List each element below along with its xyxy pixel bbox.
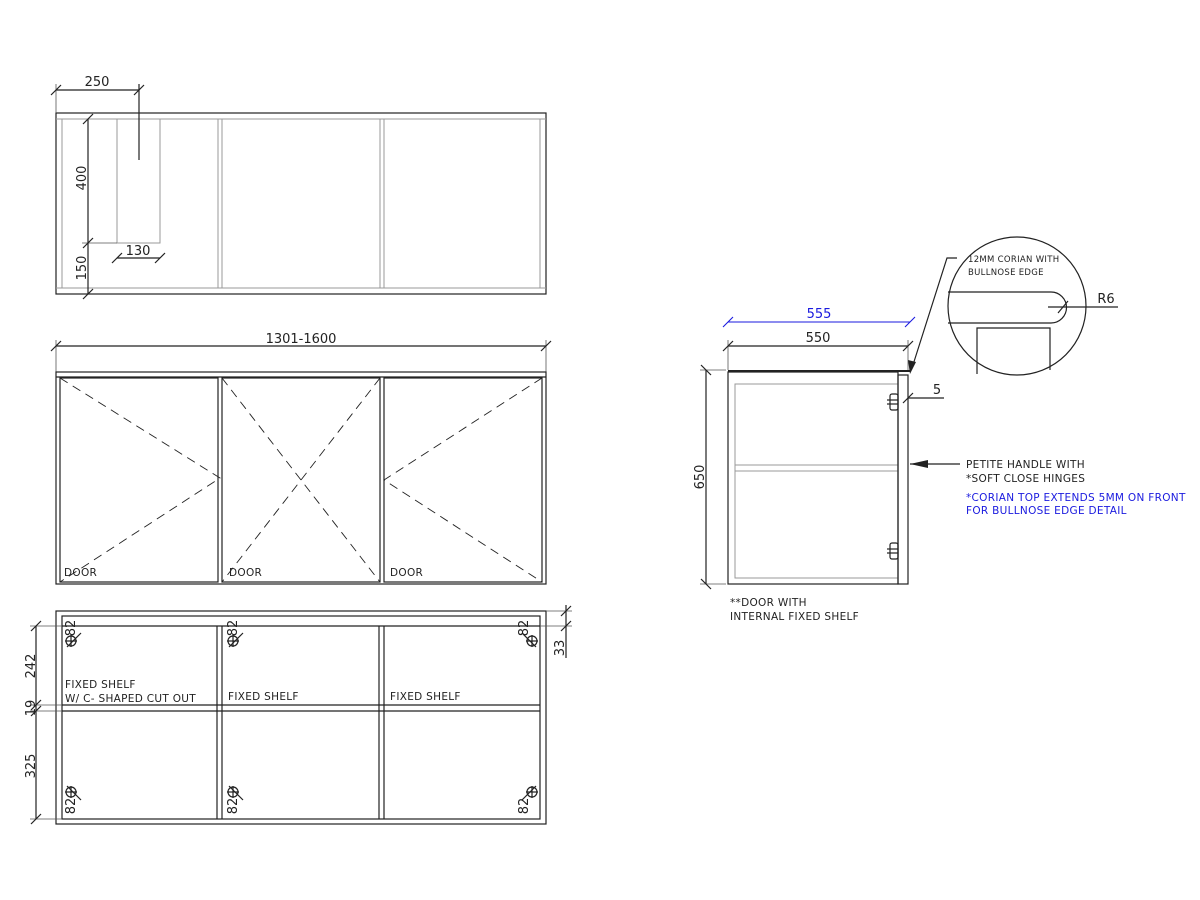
dim-325: 325 <box>24 754 39 779</box>
handle-note: PETITE HANDLE WITH <box>966 459 1085 471</box>
hinge-offset: 82 <box>226 798 241 815</box>
front-elevation: 1301-1600 DOOR DOOR DOOR <box>50 332 552 585</box>
dim-400: 400 <box>75 166 90 191</box>
arrow-icon <box>910 460 928 468</box>
dim-5: 5 <box>933 383 941 398</box>
door-label: DOOR <box>64 567 97 579</box>
shelf-label: FIXED SHELF <box>390 691 461 703</box>
hinge-offset: 82 <box>64 798 79 815</box>
arrow-icon <box>908 360 916 374</box>
hinge-markers: 82 82 82 82 82 82 <box>64 620 538 815</box>
plan-view: 250 400 150 130 <box>50 75 547 300</box>
shelf-label: FIXED SHELF <box>228 691 299 703</box>
handle-note: *SOFT CLOSE HINGES <box>966 473 1085 485</box>
door-note: **DOOR WITH <box>730 597 807 609</box>
dim-19: 19 <box>24 700 39 717</box>
dim-overall-width: 1301-1600 <box>266 332 337 347</box>
dim-130: 130 <box>126 244 151 259</box>
hinge-icon <box>887 393 899 411</box>
detail-note: 12MM CORIAN WITH <box>968 255 1059 265</box>
dim-242: 242 <box>24 654 39 679</box>
door-label: DOOR <box>229 567 262 579</box>
internal-elevation: 242 19 325 33 FIXED SHELF W/ C- SHAPED C… <box>24 605 572 825</box>
dim-650: 650 <box>693 465 708 490</box>
hinge-offset: 82 <box>226 620 241 637</box>
detail-note: BULLNOSE EDGE <box>968 268 1044 278</box>
bullnose-detail: R6 12MM CORIAN WITH BULLNOSE EDGE <box>908 236 1118 376</box>
dim-33: 33 <box>553 640 568 657</box>
corian-note: FOR BULLNOSE EDGE DETAIL <box>966 505 1127 517</box>
side-section: 555 550 650 5 PETITE HANDLE WITH *SOFT C… <box>693 307 1186 623</box>
hinge-offset: 82 <box>64 620 79 637</box>
radius-label: R6 <box>1097 292 1114 307</box>
hinge-icon <box>887 542 899 560</box>
dim-150: 150 <box>75 256 90 281</box>
door-label: DOOR <box>390 567 423 579</box>
hinge-offset: 82 <box>517 620 532 637</box>
dim-555: 555 <box>807 307 832 322</box>
dim-550: 550 <box>806 331 831 346</box>
shelf-label: FIXED SHELF <box>65 679 136 691</box>
corian-note: *CORIAN TOP EXTENDS 5MM ON FRONT <box>966 492 1186 504</box>
dim-250: 250 <box>85 75 110 90</box>
hinge-offset: 82 <box>517 798 532 815</box>
door-note: INTERNAL FIXED SHELF <box>730 611 859 623</box>
shelf-label: W/ C- SHAPED CUT OUT <box>65 693 196 705</box>
